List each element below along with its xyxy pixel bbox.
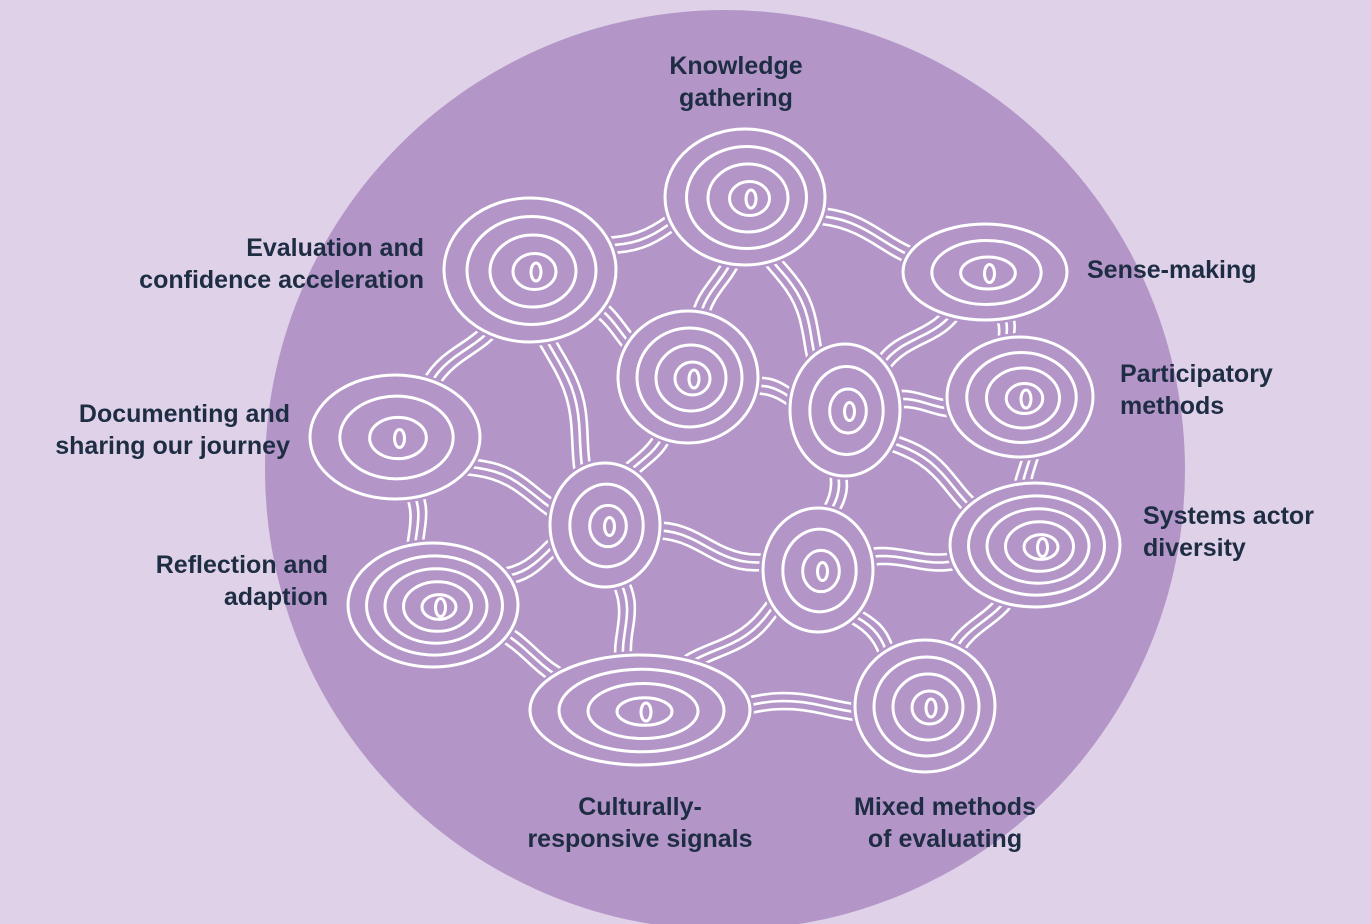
node-ring [673,360,712,397]
node-ring [945,335,1095,459]
node-ring [548,461,662,589]
node-core [434,597,447,618]
node-ring [615,696,674,727]
node-ring [808,365,885,456]
node-documenting-sharing [306,371,484,503]
node-reflection-adaption [344,539,522,671]
label-systems-actor-diversity: Systems actor diversity [1143,502,1314,562]
node-core [744,188,758,210]
node-ring [308,373,482,501]
node-ring [511,252,558,291]
node-ring [948,481,1122,609]
node-ring [346,541,520,669]
node-ring [728,180,771,217]
label-culturally-responsive: Culturally- responsive signals [527,793,753,853]
node-ring [488,233,578,309]
node-ring [1004,382,1045,415]
node-ring [383,567,489,645]
node-ring [828,387,868,435]
node-ring [901,222,1069,322]
node-ring [663,127,827,267]
node-ring [967,494,1106,597]
node-ring [872,655,981,758]
node-backdrop [344,539,522,671]
concentric-nodes [306,125,1124,776]
node-ring [1022,533,1060,561]
node-core [1019,388,1033,410]
node-ring [761,506,875,634]
node-core [529,261,543,283]
label-mixed-methods: Mixed methods of evaluating [854,793,1036,853]
node-ring [465,215,598,326]
node-systems-actor-diversity [946,479,1124,611]
node-ring [891,672,965,742]
node-ring [1004,520,1075,573]
node-ring [568,482,645,569]
node-core [1036,537,1049,558]
node-ring [930,239,1043,306]
node-core [639,701,653,723]
node-core [687,368,701,390]
node-ring [788,342,902,478]
node-ring [557,667,726,754]
node-core [393,428,406,449]
node-ring [959,255,1017,291]
node-ring [985,366,1061,430]
node-ring [985,507,1091,585]
node-core [843,401,856,422]
node-ring [910,689,949,726]
node-ring [853,638,997,774]
node-ring [402,580,473,633]
node-ring [801,548,841,594]
node-inner-lower [759,504,877,636]
node-knowledge-gathering [661,125,829,269]
node-core [983,263,996,284]
node-ring [338,394,455,481]
node-core [816,561,829,582]
node-ring [781,527,858,614]
node-ring [588,503,628,549]
node-inner-upper [614,307,762,447]
label-documenting-sharing: Documenting and sharing our journey [55,400,290,460]
node-core [603,516,616,537]
node-backdrop [946,479,1124,611]
label-sense-making: Sense-making [1087,256,1257,284]
label-reflection-adaption: Reflection and adaption [155,551,328,611]
node-ring [706,162,790,234]
node-ring [965,351,1078,444]
label-participatory-methods: Participatory methods [1120,360,1273,420]
node-evaluation-confidence [440,194,620,346]
node-ring [365,554,504,657]
label-evaluation-confidence: Evaluation and confidence acceleration [139,234,424,294]
node-core [924,697,938,719]
node-ring [442,196,618,344]
node-ring [685,145,808,250]
label-knowledge-gathering: Knowledge gathering [669,52,803,112]
node-ring [586,682,700,740]
node-mixed-methods [851,636,999,776]
node-ring [616,309,760,445]
node-culturally-responsive [526,651,754,769]
node-sense-making [899,220,1071,324]
node-participatory-methods [943,333,1097,461]
node-ring [654,343,728,413]
node-ring [635,326,744,429]
node-inner-center [786,340,904,480]
node-inner-left [546,459,664,591]
node-ring [420,593,458,621]
node-ring [528,653,752,767]
node-ring [368,415,428,461]
